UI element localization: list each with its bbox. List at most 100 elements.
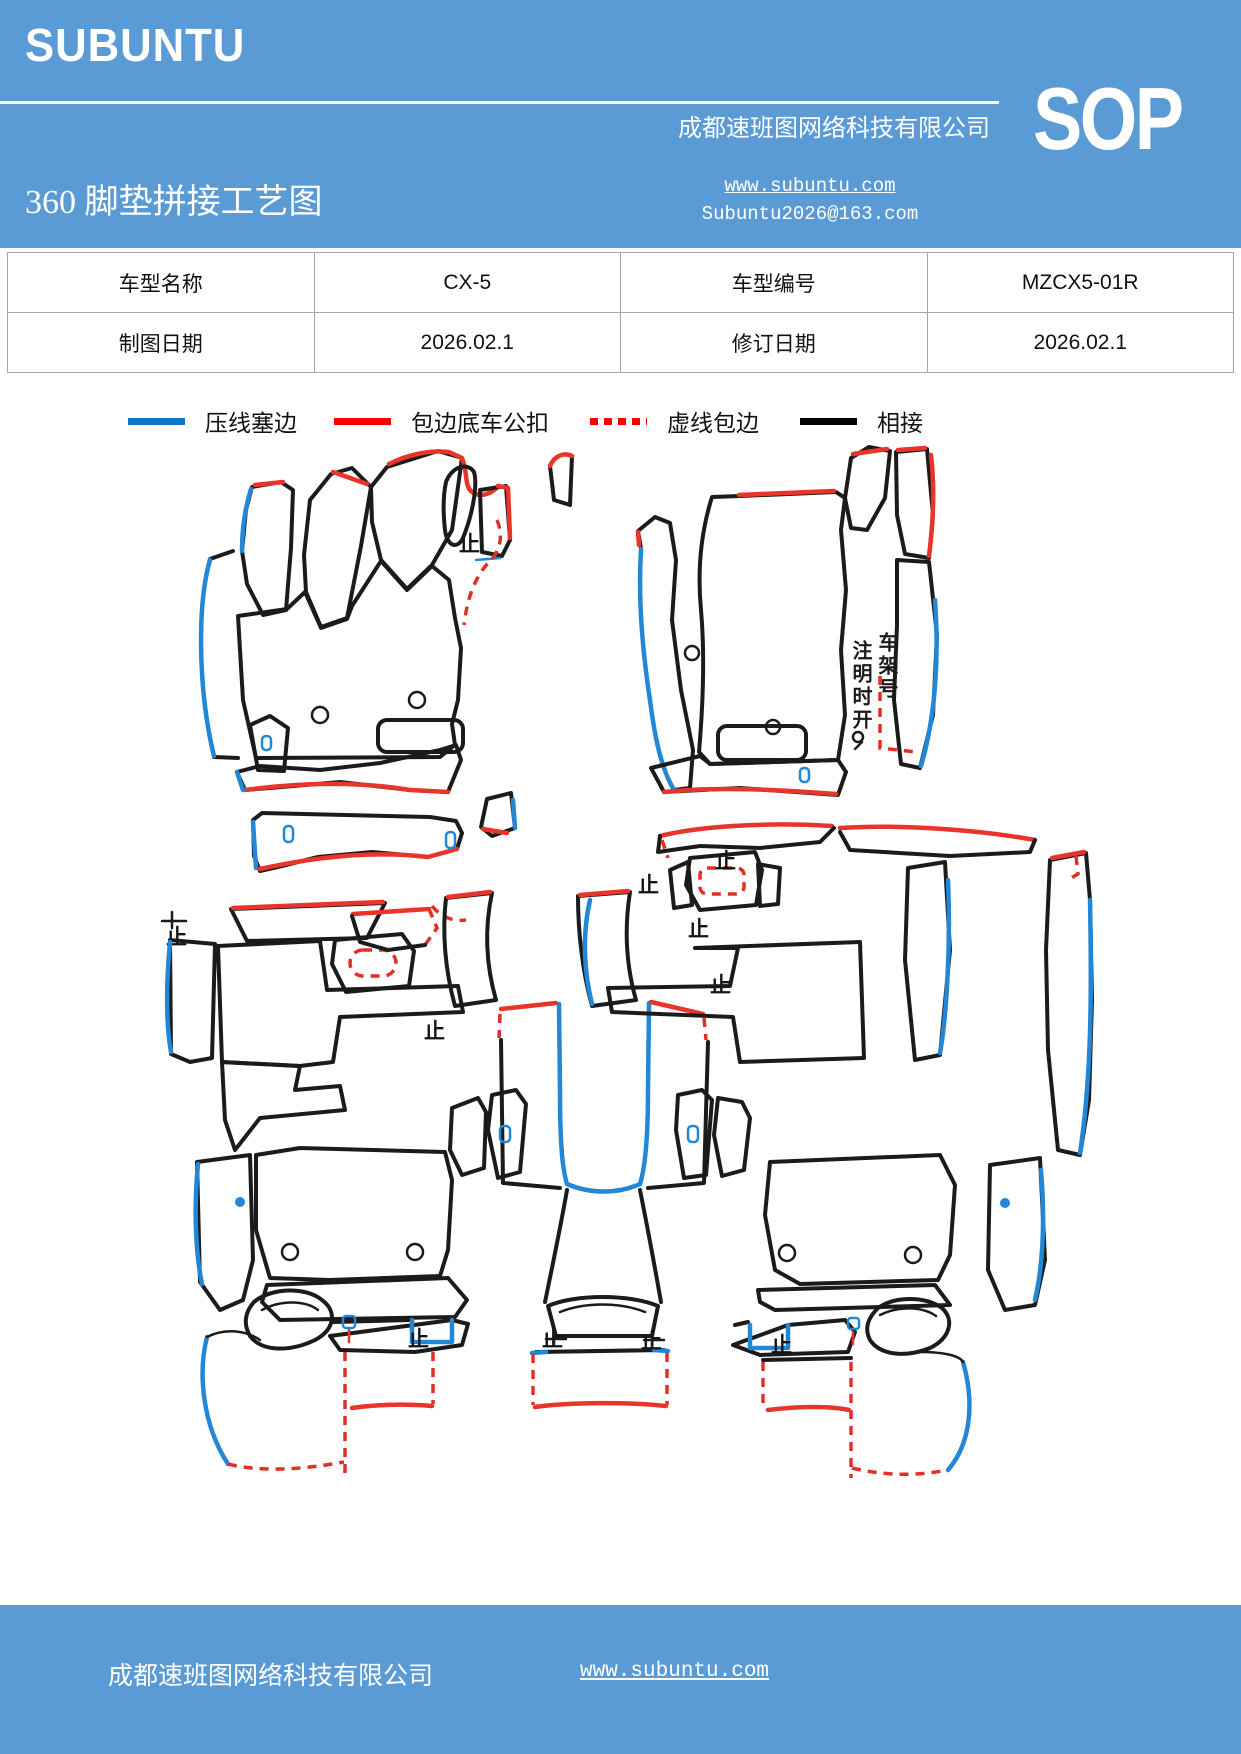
tuck-dot [235, 1197, 245, 1207]
tuck-edge [250, 819, 259, 871]
bind-edge [349, 1402, 435, 1411]
front-right-mat-diagram [635, 445, 939, 797]
mat-hole [405, 1242, 425, 1262]
tuck-edge [510, 797, 518, 831]
stop-marker: 止 [715, 849, 736, 873]
mat-piece [838, 830, 1037, 858]
model-name-value: CX-5 [313, 252, 621, 313]
header-band: SUBUNTU 360 脚垫拼接工艺图 成都速班图网络科技有限公司 www.su… [0, 0, 1241, 248]
bind-edge [837, 824, 1038, 843]
footer-website-link[interactable]: www.subuntu.com [580, 1660, 770, 1683]
mat-piece [195, 1153, 255, 1312]
mat-piece [534, 1348, 666, 1354]
tuck-edge [198, 557, 217, 759]
bind-edge [661, 786, 839, 797]
vin-note-when-open: 注明时开 [849, 640, 871, 732]
stop-marker: 止 [424, 1019, 445, 1043]
mat-piece [350, 914, 427, 952]
bind-edge [445, 889, 493, 900]
tuck-slot [846, 1316, 861, 1331]
legend-item-tuck: 压线塞边 [128, 406, 297, 436]
mat-piece [638, 1188, 663, 1304]
annotation-glyph [851, 730, 865, 744]
stop-marker: 止 [638, 873, 659, 897]
bind-edge [242, 781, 451, 795]
tuck-edge [637, 1000, 652, 1187]
tick-glyph [160, 910, 188, 930]
bind-edge [895, 445, 928, 453]
rear-strip-pieces [250, 791, 518, 873]
bind-edge [257, 846, 460, 872]
bind-edge [350, 906, 432, 917]
tuck-edge [1032, 1167, 1046, 1303]
bind-edge [495, 483, 513, 541]
tuck-notch [409, 1317, 455, 1345]
tuck-edge [637, 546, 677, 793]
mat-body [236, 559, 463, 760]
mat-piece [843, 445, 892, 532]
mat-piece [330, 932, 416, 994]
stop-marker: 止 [688, 917, 709, 941]
front-left-mat-diagram: 止 [198, 449, 575, 795]
center-tunnel-cluster: 止 止 止 止 [424, 888, 752, 1410]
legend-swatch-dotted [590, 417, 647, 425]
stop-marker: 止 [771, 1333, 792, 1357]
mat-detail [558, 1303, 647, 1314]
mat-piece [756, 862, 782, 908]
model-name-label: 车型名称 [7, 252, 315, 313]
mat-piece [636, 515, 695, 792]
tuck-slot [282, 824, 295, 844]
mat-hole [310, 705, 330, 725]
legend-swatch-red [334, 417, 391, 425]
bind-edge [577, 888, 631, 898]
mat-body [697, 490, 848, 766]
tuck-edge [234, 769, 246, 793]
draw-date-value: 2026.02.1 [313, 312, 621, 373]
header-website-link[interactable]: www.subuntu.com [724, 175, 896, 197]
table-row: 车型名称 CX-5 车型编号 MZCX5-01R [7, 252, 1234, 313]
tuck-edge [164, 939, 174, 1055]
mat-hole [280, 1242, 300, 1262]
legend-item-bind: 包边底车公扣 [334, 406, 549, 436]
dashed-bind-edge [423, 908, 439, 947]
tuck-slot [444, 830, 457, 850]
bind-edge [736, 488, 837, 498]
bind-edge [648, 999, 706, 1017]
stop-marker: 止 [459, 532, 480, 556]
mat-hole [407, 690, 427, 710]
model-code-label: 车型编号 [620, 252, 928, 313]
mat-piece [248, 714, 290, 773]
tuck-dot [1000, 1198, 1010, 1208]
tuck-edge [529, 1347, 671, 1356]
mat-piece [986, 1156, 1047, 1312]
mat-piece [486, 1088, 528, 1180]
mat-piece [576, 890, 638, 1008]
tuck-slot [260, 734, 273, 752]
header-email[interactable]: Subuntu2026@163.com [701, 203, 919, 225]
tuck-slot [798, 766, 811, 784]
legend-item-dashed: 虚线包边 [590, 406, 759, 436]
heel-pad [716, 724, 808, 762]
mat-piece [894, 447, 935, 560]
tick-glyph [642, 1329, 666, 1349]
bind-edge [850, 446, 890, 457]
tuck-edge [474, 556, 502, 562]
mat-piece [546, 1295, 660, 1338]
rear-left-cluster: 止 止 [160, 899, 470, 1480]
footer-band [0, 1605, 1241, 1754]
tuck-edge [556, 1001, 570, 1187]
tuck-edge [1077, 897, 1094, 1156]
dashed-bind-edge [348, 948, 398, 978]
dashed-bind-edge [1067, 855, 1080, 882]
tuck-edge [564, 1181, 643, 1194]
page-title: 360 脚垫拼接工艺图 [25, 184, 323, 221]
mat-hole [683, 644, 701, 662]
bind-edge [657, 822, 835, 839]
legend-swatch-black [800, 417, 857, 425]
brand-logo: SUBUNTU [25, 19, 246, 71]
mat-hole [903, 1245, 923, 1265]
tuck-slot [341, 1314, 357, 1330]
dashed-bind-edge [660, 839, 670, 859]
bind-edge [547, 452, 575, 469]
